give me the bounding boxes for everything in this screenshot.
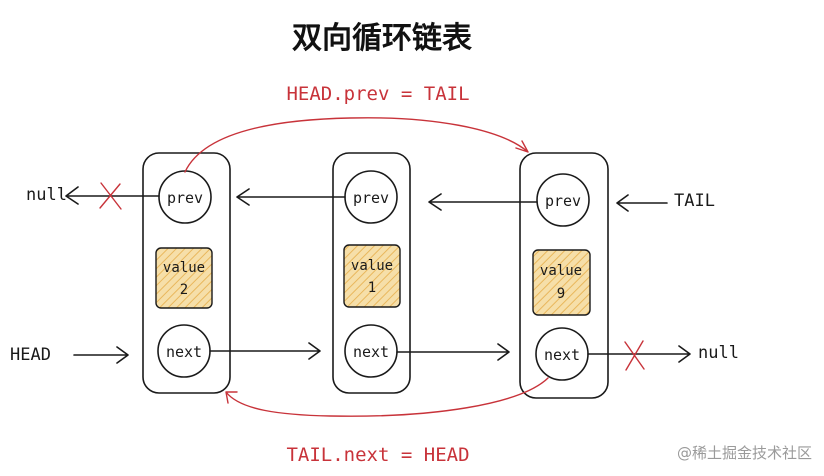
tail-label: TAIL — [674, 191, 715, 211]
node-1-next-label: next — [166, 343, 202, 361]
tail-arrow — [616, 194, 668, 212]
node-1-next-arrow — [209, 342, 321, 360]
node-2-prev-label: prev — [353, 189, 389, 207]
node-2-value-box — [343, 244, 401, 308]
node-box-2 — [332, 152, 411, 394]
node-3-prev-label: prev — [545, 192, 581, 210]
node-3-value-label: value — [540, 263, 582, 279]
null-left-arrow — [65, 186, 160, 205]
watermark: @稀土掘金技术社区 — [677, 444, 812, 462]
node-3-value-box — [532, 249, 591, 316]
null-left-cross-icon — [99, 182, 122, 210]
null-right-arrow — [587, 345, 691, 363]
head-prev-annotation: HEAD.prev = TAIL — [286, 83, 469, 105]
node-1-value-box — [155, 247, 213, 309]
node-2-next-circle — [344, 324, 398, 378]
null-right-label: null — [698, 343, 739, 363]
head-arrow — [73, 346, 129, 364]
head-label: HEAD — [10, 345, 51, 365]
node-1-value: 2 — [180, 282, 188, 298]
node-box-3 — [519, 152, 609, 399]
node-2-value: 1 — [368, 280, 376, 296]
head-prev-cycle-link — [184, 117, 529, 173]
null-left-label: null — [26, 185, 67, 205]
null-right-cross-icon — [624, 340, 645, 371]
node-3-value: 9 — [557, 286, 565, 302]
node-2-next-label: next — [353, 343, 389, 361]
diagram-title: 双向循环链表 — [292, 21, 472, 56]
node-2-prev-arrow — [236, 188, 346, 206]
tail-next-cycle-link — [225, 377, 549, 417]
node-3-next-label: next — [544, 346, 580, 364]
tail-next-annotation: TAIL.next = HEAD — [286, 444, 469, 466]
node-3-prev-arrow — [428, 193, 538, 211]
node-2-value-label: value — [351, 258, 393, 274]
node-3-prev-circle — [536, 173, 590, 227]
node-box-1 — [142, 152, 231, 394]
node-1-value-label: value — [163, 260, 205, 276]
node-1-prev-label: prev — [167, 189, 203, 207]
node-2-next-arrow — [396, 343, 510, 361]
